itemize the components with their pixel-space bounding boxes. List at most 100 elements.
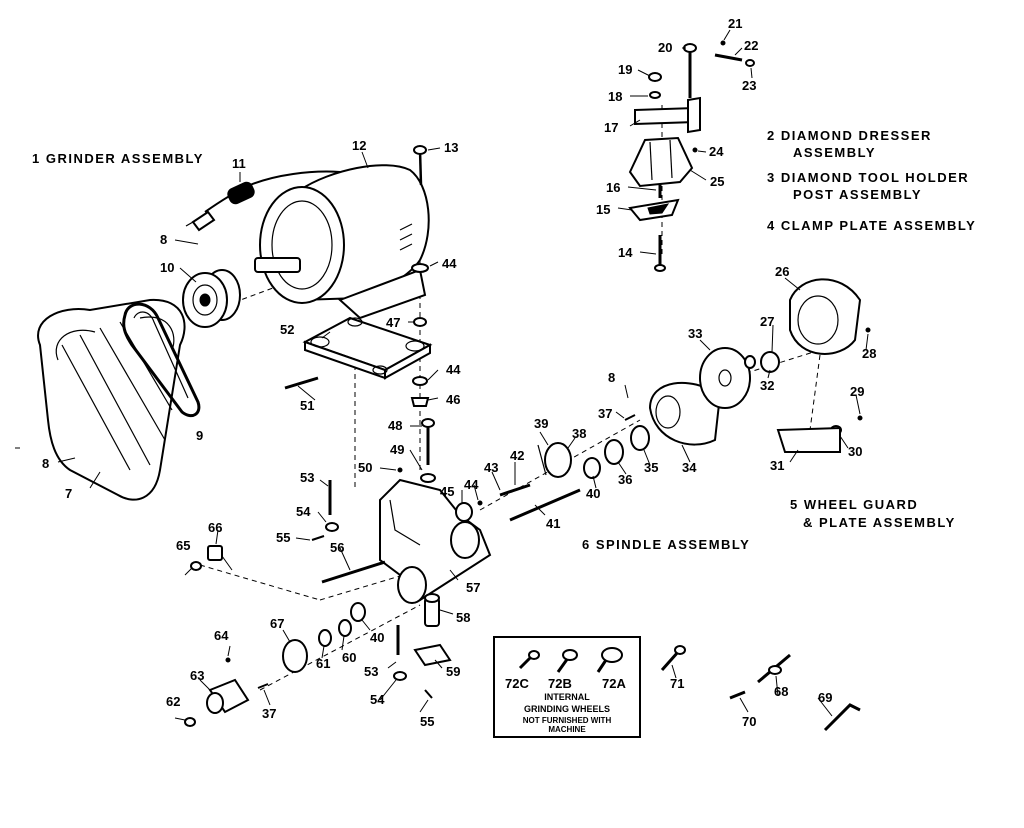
title-wheel-guard-l2: & PLATE ASSEMBLY — [803, 515, 956, 530]
callout-57: 57 — [466, 580, 480, 595]
callout-28: 28 — [862, 346, 876, 361]
callout-72c: 72C — [505, 676, 529, 691]
callout-66: 66 — [208, 520, 222, 535]
callout-67: 67 — [270, 616, 284, 631]
callout-31: 31 — [770, 458, 784, 473]
callout-55-rear: 55 — [420, 714, 434, 729]
title-tool-holder-l1: 3 DIAMOND TOOL HOLDER — [767, 170, 969, 185]
washers-nuts — [410, 263, 430, 407]
callout-38: 38 — [572, 426, 586, 441]
callout-50: 50 — [358, 460, 372, 475]
callout-22: 22 — [744, 38, 758, 53]
callout-24: 24 — [709, 144, 724, 159]
callout-40-rear: 40 — [370, 630, 384, 645]
diamond-tool-holder-parts — [628, 40, 755, 272]
callout-62: 62 — [166, 694, 180, 709]
callout-34: 34 — [682, 460, 697, 475]
spindle-front-parts — [455, 414, 650, 522]
callout-68: 68 — [774, 684, 788, 699]
callout-44-clamp: 44 — [446, 362, 461, 377]
callout-44-motor: 44 — [442, 256, 457, 271]
callout-54-rear: 54 — [370, 692, 385, 707]
title-clamp-plate: 4 CLAMP PLATE ASSEMBLY — [767, 218, 976, 233]
callout-48: 48 — [388, 418, 402, 433]
callout-46: 46 — [446, 392, 460, 407]
callout-45: 45 — [440, 484, 454, 499]
callout-12: 12 — [352, 138, 366, 153]
note-line-4: MACHINE — [548, 725, 586, 734]
callout-19: 19 — [618, 62, 632, 77]
callout-52: 52 — [280, 322, 294, 337]
title-spindle-assembly: 6 SPINDLE ASSEMBLY — [582, 537, 750, 552]
callout-47: 47 — [386, 315, 400, 330]
callout-44-spindle: 44 — [464, 477, 479, 492]
spindle-body-part-57 — [379, 478, 492, 604]
wheel-guard-parts — [648, 278, 871, 453]
callout-20: 20 — [658, 40, 672, 55]
callout-16: 16 — [606, 180, 620, 195]
motor-part-12 — [254, 164, 430, 320]
callout-17: 17 — [604, 120, 618, 135]
assembly-titles: 1 GRINDER ASSEMBLY 2 DIAMOND DRESSER ASS… — [32, 128, 976, 552]
callout-35: 35 — [644, 460, 658, 475]
grinding-wheel-72c — [518, 650, 540, 670]
callout-54-front: 54 — [296, 504, 311, 519]
title-grinder-assembly: 1 GRINDER ASSEMBLY — [32, 151, 204, 166]
v-belt-part-9 — [122, 302, 201, 418]
callout-26: 26 — [775, 264, 789, 279]
title-diamond-dresser-l1: 2 DIAMOND DRESSER — [767, 128, 932, 143]
callout-23: 23 — [742, 78, 756, 93]
callout-72a: 72A — [602, 676, 626, 691]
leader-lines — [15, 29, 869, 721]
callout-8-guard: 8 — [42, 456, 49, 471]
callout-69: 69 — [818, 690, 832, 705]
note-line-3: NOT FURNISHED WITH — [523, 716, 612, 725]
callout-58: 58 — [456, 610, 470, 625]
callout-56: 56 — [330, 540, 344, 555]
post-part-58-59 — [413, 593, 452, 667]
callout-72b: 72B — [548, 676, 572, 691]
callout-18: 18 — [608, 89, 622, 104]
bolt-part-48 — [420, 418, 436, 483]
callout-37-front: 37 — [598, 406, 612, 421]
callout-40-front: 40 — [586, 486, 600, 501]
callout-63: 63 — [190, 668, 204, 683]
callout-8-guard-screw: 8 — [608, 370, 615, 385]
callout-13: 13 — [444, 140, 458, 155]
callout-21: 21 — [728, 16, 742, 31]
callout-14: 14 — [618, 245, 633, 260]
callout-60: 60 — [342, 650, 356, 665]
callout-27: 27 — [760, 314, 774, 329]
spindle-rear-parts — [184, 602, 366, 727]
callout-53-rear: 53 — [364, 664, 378, 679]
clamp-plate-part-52 — [302, 316, 433, 380]
callout-11: 11 — [232, 156, 246, 171]
callout-25: 25 — [710, 174, 724, 189]
callout-15: 15 — [596, 202, 610, 217]
title-tool-holder-l2: POST ASSEMBLY — [793, 187, 922, 202]
pin-part-51 — [284, 376, 319, 390]
rods-and-screws — [311, 467, 433, 699]
callout-29: 29 — [850, 384, 864, 399]
callout-33: 33 — [688, 326, 702, 341]
callout-32: 32 — [760, 378, 774, 393]
fittings-part-65-66 — [190, 545, 223, 571]
callout-7: 7 — [65, 486, 72, 501]
callout-42: 42 — [510, 448, 524, 463]
grinding-wheel-72a — [596, 647, 623, 673]
callout-71: 71 — [670, 676, 684, 691]
note-line-2: GRINDING WHEELS — [524, 704, 610, 714]
power-cord-part-11 — [185, 170, 341, 232]
callout-51: 51 — [300, 398, 314, 413]
callout-65: 65 — [176, 538, 190, 553]
callout-10: 10 — [160, 260, 174, 275]
pulley-part-10 — [182, 269, 241, 328]
callout-53-front: 53 — [300, 470, 314, 485]
title-diamond-dresser-l2: ASSEMBLY — [793, 145, 876, 160]
callout-59: 59 — [446, 664, 460, 679]
callout-9: 9 — [196, 428, 203, 443]
callout-43: 43 — [484, 460, 498, 475]
grinding-wheel-72b — [556, 649, 578, 673]
note-line-1: INTERNAL — [544, 692, 590, 702]
